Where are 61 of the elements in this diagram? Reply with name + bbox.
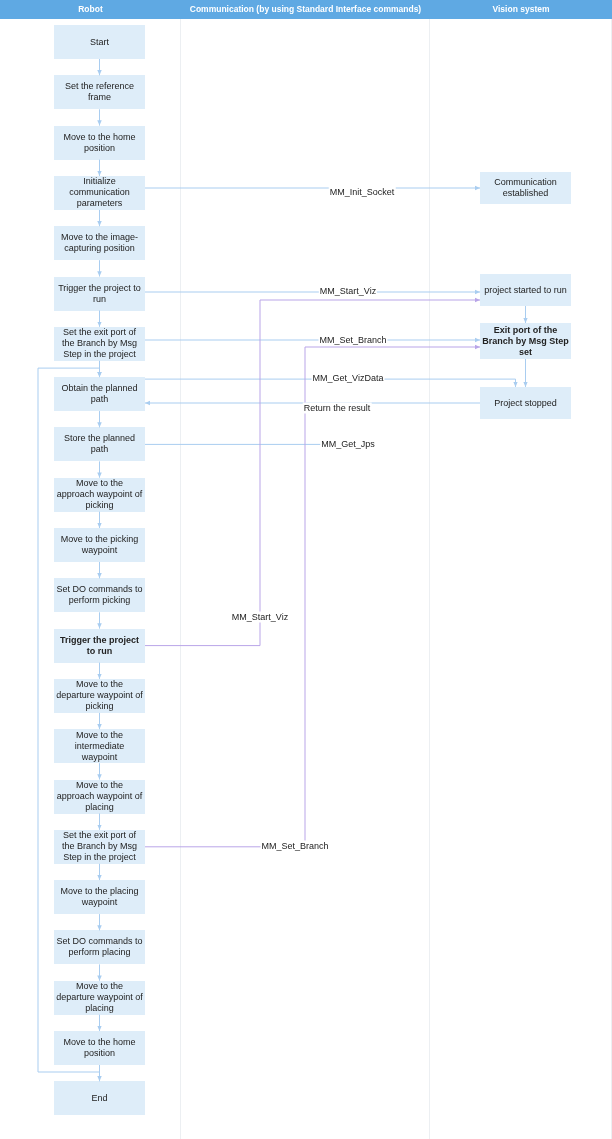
arrow [97, 1014, 102, 1032]
process-box: Exit port of the Branch by Msg Step set [480, 323, 571, 359]
edge-label: MM_Start_Viz [318, 285, 378, 297]
process-box: Move to the picking waypoint [54, 528, 145, 562]
process-box: Move to the home position [54, 125, 145, 160]
arrow [97, 58, 102, 76]
arrow [144, 297, 481, 647]
arrow [97, 662, 102, 680]
process-box: Set the exit port of the Branch by Msg Step in the project [54, 829, 145, 864]
arrow [97, 159, 102, 177]
arrow [97, 913, 102, 931]
arrow [97, 813, 102, 831]
arrow [523, 305, 528, 324]
arrow [97, 410, 102, 428]
arrow [97, 209, 102, 227]
process-box: Set DO commands to perform picking [54, 578, 145, 613]
process-box: Move to the departure waypoint of placing [54, 980, 145, 1015]
arrow [97, 762, 102, 780]
process-box: Move to the intermediate waypoint [54, 729, 145, 764]
arrow [97, 460, 102, 479]
process-box: Communication established [480, 172, 571, 204]
arrow [97, 963, 102, 982]
arrow [37, 367, 102, 1073]
edge-label: MM_Set_Branch [318, 334, 388, 346]
process-box: Move to the image-capturing position [54, 226, 145, 261]
arrow [97, 310, 102, 328]
arrow [97, 611, 102, 630]
edge-label: MM_Start_Viz [230, 611, 290, 623]
process-box: Move to the placing waypoint [54, 880, 145, 915]
process-box: Project stopped [480, 387, 571, 419]
edge-label: MM_Get_Jps [320, 438, 376, 450]
edge-label: MM_Init_Socket [328, 186, 396, 198]
process-box: Set the exit port of the Branch by Msg Step in the project [54, 326, 145, 361]
arrow [97, 259, 102, 277]
lane-header: Robot [77, 3, 104, 17]
process-box: Obtain the planned path [54, 377, 145, 412]
arrow [144, 344, 481, 848]
process-box: project started to run [480, 274, 571, 306]
process-box: Initialize communication parameters [54, 175, 145, 210]
process-box: Move to the approach waypoint of picking [54, 477, 145, 512]
edge-label: MM_Get_VizData [311, 372, 385, 384]
process-box: Set DO commands to perform placing [54, 930, 145, 965]
process-box: Set the reference frame [54, 75, 145, 110]
process-box: Store the planned path [54, 427, 145, 462]
lane-header: Communication (by using Standard Interface commands) [188, 3, 423, 17]
edge-label: MM_Set_Branch [260, 840, 330, 852]
arrow [97, 108, 102, 127]
process-box: Start [54, 25, 145, 59]
edge-label: Return the result [302, 402, 372, 414]
process-box: Trigger the project to run [54, 276, 145, 311]
arrow [523, 358, 528, 388]
lane-header: Vision system [491, 3, 551, 17]
arrow [97, 712, 102, 730]
process-box: Move to the home position [54, 1031, 145, 1065]
arrow [97, 511, 102, 529]
arrow [97, 863, 102, 881]
process-box: Move to the approach waypoint of placing [54, 779, 145, 814]
arrow [97, 561, 102, 579]
process-box: Trigger the project to run [54, 628, 145, 663]
process-box: Move to the departure waypoint of picking [54, 678, 145, 713]
process-box: End [54, 1081, 145, 1116]
